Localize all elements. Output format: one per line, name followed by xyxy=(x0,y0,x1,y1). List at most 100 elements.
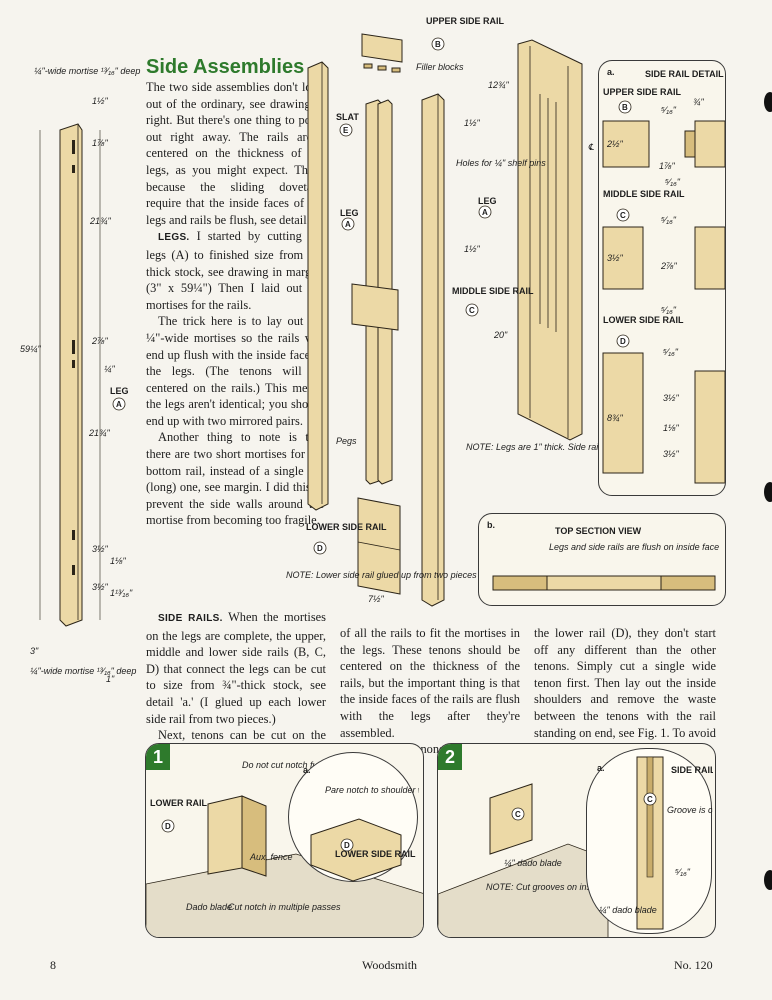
fig1-lower-rail xyxy=(207,795,243,875)
detail-a-upper-letter: B xyxy=(622,103,628,112)
dim-1-1-8: 1⅛" xyxy=(110,556,127,566)
middle-side-rail-label: MIDDLE SIDE RAIL xyxy=(452,286,534,296)
detail-a-m-d3: 2⅞" xyxy=(660,261,678,271)
fig2-sub-dado: ¼" dado blade xyxy=(599,905,657,915)
dim-1-1-2-b: 1½" xyxy=(464,244,481,254)
footer-magazine: Woodsmith xyxy=(362,958,418,972)
leg-label: LEG xyxy=(340,208,359,218)
side-rails-run-in-head: SIDE RAILS. xyxy=(158,613,223,624)
detail-a-upper-rail xyxy=(602,120,650,168)
fig1-dado-blade: Dado blade xyxy=(186,902,232,912)
detail-a-m-d4: ⁵⁄₁₆" xyxy=(661,305,677,315)
centerline-mark: ℄ xyxy=(588,142,594,152)
footer-page-number: 8 xyxy=(50,958,56,972)
fig2-sub-badge: a. xyxy=(597,763,605,773)
fig1-cut-notch: Cut notch in multiple passes xyxy=(228,902,341,912)
fig1-sub-badge: a. xyxy=(303,765,311,775)
detail-a-u-d1: ⁵⁄₁₆" xyxy=(661,105,677,115)
figure-2-panel: 2 C ¼" dado blade NOTE: Cut grooves on i… xyxy=(437,743,716,938)
detail-a-lower-label: LOWER SIDE RAIL xyxy=(603,315,684,325)
col3-paragraph: the lower rail (D), they don't start off… xyxy=(534,626,716,756)
upper-rail-shape xyxy=(361,33,403,63)
dim-1-7-8: 1⅞" xyxy=(92,138,109,148)
dim-2-7-8: 2⅞" xyxy=(91,336,109,346)
punch-hole-bottom xyxy=(764,870,772,890)
fig1-do-not-cut: Do not cut notch full depth xyxy=(242,760,347,770)
holes-label: Holes for ¼" shelf pins xyxy=(456,158,546,168)
intro-paragraph: The two side assemblies don't look out o… xyxy=(146,80,324,227)
dim-59-1-4: 59¼" xyxy=(20,344,42,354)
dim-3-1-2-a: 3½" xyxy=(92,544,109,554)
margin-leg-letter: A xyxy=(116,400,122,409)
fig2-dado-blade: ¼" dado blade xyxy=(504,858,562,868)
fig2-groove: Groove is centered on stock xyxy=(667,805,713,815)
dim-21-3-4-a: 21¾" xyxy=(89,216,112,226)
pegs-label: Pegs xyxy=(336,436,357,446)
text-column-3: the lower rail (D), they don't start off… xyxy=(534,625,716,758)
another-paragraph: Another thing to note is that there are … xyxy=(146,430,324,528)
punch-hole-top xyxy=(764,92,772,112)
detail-a-m-d2: 3½" xyxy=(607,253,624,263)
detail-a-lower-rail xyxy=(602,352,644,474)
center-leg-shape xyxy=(421,93,445,607)
figure-1-subdetail: a. Pare notch to shoulder with sharp chi… xyxy=(288,752,423,882)
dim-21-3-4-b: 21¾" xyxy=(88,428,111,438)
legs-paragraph: LEGS. I started by cutting the legs (A) … xyxy=(146,228,324,313)
detail-a-l-d3: 8¾" xyxy=(607,413,624,423)
dim-3-width: 3" xyxy=(30,646,39,656)
detail-a-u-d2: ¾" xyxy=(693,97,705,107)
exploded-side-assembly-drawing: UPPER SIDE RAIL B Filler blocks SLAT E L… xyxy=(286,16,598,607)
leg-2-letter: A xyxy=(482,208,488,217)
text-column-2: of all the rails to fit the mortises in … xyxy=(340,625,520,758)
fig2-side-rail-label: SIDE RAIL xyxy=(671,765,713,775)
assembled-side-shape xyxy=(517,39,583,441)
fig1-pare-notch: Pare notch to shoulder with sharp chisel xyxy=(325,785,419,795)
dim-1-4: ¼" xyxy=(104,364,116,374)
dim-1-1-2: 1½" xyxy=(92,96,109,106)
middle-side-rail-letter: C xyxy=(469,306,475,315)
side-rails-paragraph: SIDE RAILS. When the mortises on the leg… xyxy=(146,609,326,727)
lower-side-rail-letter: D xyxy=(317,544,323,553)
note-main: NOTE: Legs are 1" thick. Side rails are … xyxy=(466,442,598,452)
dim-1-1-2-a: 1½" xyxy=(464,118,481,128)
upper-side-rail-label: UPPER SIDE RAIL xyxy=(426,16,505,26)
detail-a-badge: a. xyxy=(607,67,615,77)
fig2-rail-letter: C xyxy=(515,810,521,819)
top-mortise-label: ¼"-wide mortise ¹³⁄₁₆" deep xyxy=(34,66,140,76)
detail-a-middle-letter: C xyxy=(620,211,626,220)
detail-b-panel: b. TOP SECTION VIEW Legs and side rails … xyxy=(478,513,726,606)
detail-a-drawing: a. SIDE RAIL DETAIL UPPER SIDE RAIL B ⁵⁄… xyxy=(602,67,725,484)
detail-a-l-d1: ⁵⁄₁₆" xyxy=(663,347,679,357)
dim-3-1-2-b: 3½" xyxy=(92,582,109,592)
fig1-sub-rail xyxy=(310,818,402,882)
dim-1-13-16: 1¹³⁄₁₆" xyxy=(110,588,133,598)
margin-leg-label: LEG xyxy=(110,386,129,396)
figure-1-panel: 1 Do not cut notch full depth LOWER RAIL… xyxy=(145,743,424,938)
text-column-1: The two side assemblies don't look out o… xyxy=(146,79,324,529)
detail-a-l-d4: 1⅛" xyxy=(663,423,680,433)
margin-leg-shape xyxy=(59,123,83,627)
detail-a-l-d5: 3½" xyxy=(663,449,680,459)
punch-hole-middle xyxy=(764,482,772,502)
detail-a-m-d1: ⁵⁄₁₆" xyxy=(661,215,677,225)
detail-b-drawing: b. TOP SECTION VIEW Legs and side rails … xyxy=(487,520,719,591)
dim-12-3-4: 12¾" xyxy=(488,80,510,90)
detail-a-u-d4: 1⅞" xyxy=(659,161,676,171)
filler-blocks-label: Filler blocks xyxy=(416,62,464,72)
legs-text: I started by cutting the legs (A) to fin… xyxy=(146,229,324,312)
slat-label: SLAT xyxy=(336,112,359,122)
figure-2-badge: 2 xyxy=(438,744,462,770)
detail-b-title: TOP SECTION VIEW xyxy=(555,526,642,536)
fig1-lower-rail-label: LOWER RAIL xyxy=(150,798,207,808)
col2-paragraph: of all the rails to fit the mortises in … xyxy=(340,626,520,740)
detail-a-l-d2: 3½" xyxy=(663,393,680,403)
fig1-sub-letter: D xyxy=(344,841,350,850)
note-lower-rail: NOTE: Lower side rail glued up from two … xyxy=(286,570,477,580)
fig1-sub-lower-label: LOWER SIDE RAIL xyxy=(335,849,416,859)
dim-7-1-2: 7½" xyxy=(368,594,385,604)
upper-side-rail-letter: B xyxy=(435,40,441,49)
text-column-1-lower: SIDE RAILS. When the mortises on the leg… xyxy=(146,609,326,760)
detail-a-u-d3: 2½" xyxy=(606,139,624,149)
detail-a-title: SIDE RAIL DETAIL xyxy=(645,69,724,79)
side-rails-text: When the mortises on the legs are comple… xyxy=(146,610,327,726)
